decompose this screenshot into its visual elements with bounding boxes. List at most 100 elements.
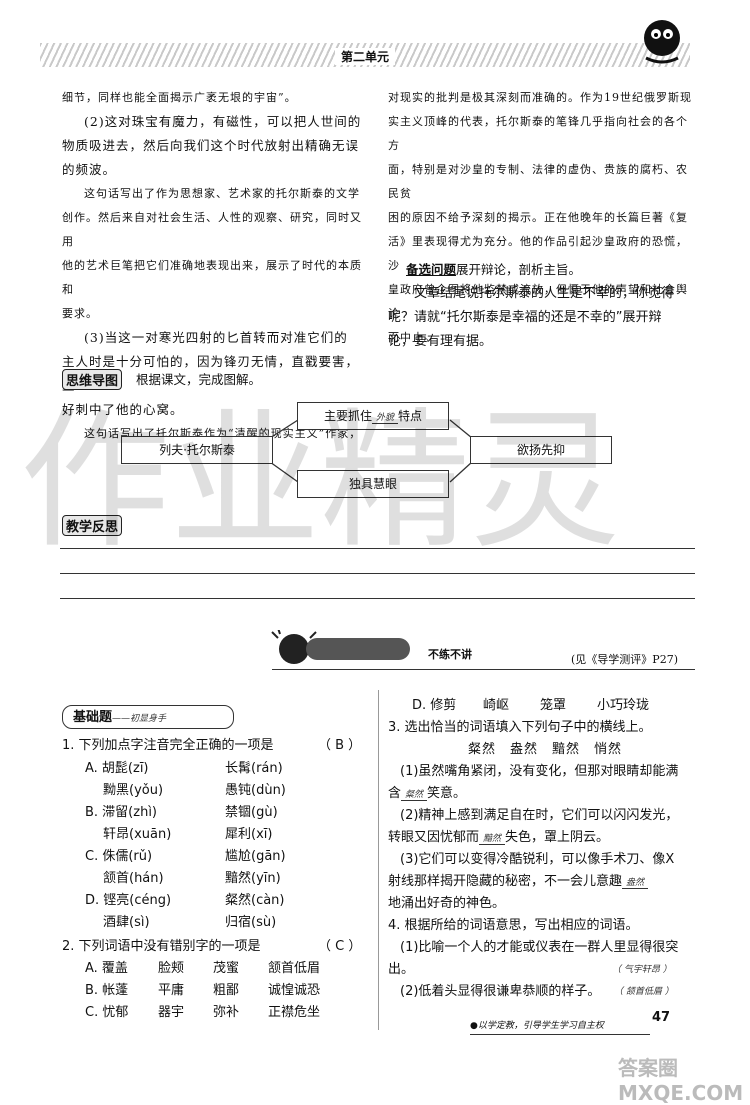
left-p2c: 的频波。 (62, 162, 117, 177)
mindmap-top-answer: 外貌 (371, 413, 398, 424)
q2-A-3: 茂蜜 (213, 961, 240, 976)
q2-B-1: B. 帐蓬 (85, 983, 129, 998)
left-p3c: 好刺中了他的心窝。 (62, 402, 184, 417)
q3-s1b-post: 笑意。 (427, 786, 467, 801)
mindmap-instruction: 根据课文，完成图解。 (136, 372, 262, 387)
q1-D3: 酒肆(sì) (103, 915, 150, 930)
q2-C-4: 正襟危坐 (268, 1005, 321, 1020)
left-column: 细节，同样也能全面揭示广袤无垠的宇宙”。 (2)这对珠宝有魔力，有磁性，可以把人… (62, 86, 362, 446)
q2-C-3: 弥补 (213, 1005, 240, 1020)
backup-body: 文章结尾说托尔斯泰的人生是不幸的，你觉得 呢？请就“托尔斯泰是幸福的还是不幸的”… (388, 282, 696, 354)
q3-s2b-answer: 黯然 (479, 834, 506, 845)
q3-words: 粲然 盎然 黯然 悄然 (468, 742, 623, 757)
q3-s2b-post: 失色，罩上阴云。 (505, 830, 610, 845)
q3-s2a: (2)精神上感到满足自在时，它们可以闪闪发光， (400, 808, 679, 823)
q3-stem: 3. 选出恰当的词语填入下列句子中的横线上。 (388, 720, 652, 735)
q2-stem: 2. 下列词语中没有错别字的一项是 (62, 939, 261, 954)
q2-A-1: A. 覆盖 (85, 961, 128, 976)
right-column: 对现实的批判是极其深刻而准确的。作为19世纪俄罗斯现 实主义顶峰的代表，托尔斯泰… (388, 86, 693, 350)
mindmap-right-node: 欲扬先抑 (470, 436, 612, 464)
right-r3: 面，特别是对沙皇的专制、法律的虚伪、贵族的腐朽、农民贫 (388, 163, 688, 200)
q3-s1b-pre: 含 (388, 786, 402, 801)
q4-s1b: 出。 (388, 962, 415, 977)
reflect-line-3 (60, 598, 695, 599)
unit-title: 第二单元 (335, 48, 396, 65)
q2-answer: （ C ） (318, 939, 362, 954)
q4-s2-answer: （ 颔首低眉 ） (614, 987, 674, 997)
q3-s1b-answer: 粲然 (401, 790, 428, 801)
q2-A-2: 脸颊 (158, 961, 185, 976)
basic-sub: ——初显身手 (112, 714, 167, 724)
q2-D-3: 笼罩 (540, 698, 567, 713)
q1-C2: 尴尬(gān) (225, 849, 286, 864)
q4-s1-answer: （ 气宇轩昂 ） (612, 965, 672, 975)
q1-A2: 长髯(rán) (225, 761, 283, 776)
q4-stem: 4. 根据所给的词语意思，写出相应的词语。 (388, 918, 639, 933)
mascot-icon (638, 14, 686, 66)
basic-title-box: 基础题——初显身手 (62, 705, 234, 729)
right-r6: 皇政府曾企图将他监禁或流放，但慑于他的声望和社会舆论 (388, 283, 688, 320)
backup-b3: 论，要有理有据。 (388, 334, 493, 349)
q1-stem: 1. 下列加点字注音完全正确的一项是 (62, 738, 274, 753)
q1-D1: D. 铿亮(céng) (85, 893, 172, 908)
footer-slogan: ●以学定教，引导学生学习自主权 (470, 1021, 604, 1031)
q2-A-4: 颔首低眉 (268, 961, 321, 976)
mindmap-top-suffix: 特点 (398, 409, 423, 423)
q3-s3b-pre: 射线那样揭开隐藏的秘密，不一会儿意趣 (388, 874, 623, 889)
q3-s1b: 含粲然笑意。 (388, 782, 466, 801)
reflect-line-2 (60, 573, 695, 574)
mindmap-tag: 思维导图 (62, 369, 123, 390)
watermark: 作业精灵 (20, 395, 621, 569)
backup-question: 备选问题展开辩论，剖析主旨。 (406, 258, 696, 282)
mindmap-bottom-node: 独具慧眼 (297, 470, 449, 498)
q3-s3b: 射线那样揭开隐藏的秘密，不一会儿意趣盎然 (388, 870, 649, 889)
q1-B4: 犀利(xī) (225, 827, 273, 842)
q1-D2: 粲然(càn) (225, 893, 285, 908)
q2-D-1: D. 修剪 (412, 698, 457, 713)
q1-A3: 黝黑(yǒu) (103, 783, 164, 798)
banner-rule (272, 669, 695, 670)
q1-answer: （ B ） (318, 738, 362, 753)
q2-D-2: 崎岖 (483, 698, 510, 713)
backup-tag: 备选问题 (406, 262, 457, 277)
mindmap-top-node: 主要抓住外貌特点 (297, 402, 449, 430)
q2-C-1: C. 忧郁 (85, 1005, 129, 1020)
right-r4: 困的原因不给予深刻的揭示。正在他晚年的长篇巨著《复 (388, 211, 688, 224)
left-c1b: 创作。然后来自对社会生活、人性的观察、研究，同时又用 (62, 211, 362, 248)
right-r1: 对现实的批判是极其深刻而准确的。作为19世纪俄罗斯现 (388, 91, 692, 104)
q3-s1a: (1)虽然嘴角紧闭，没有变化，但那对眼睛却能满 (400, 764, 679, 779)
footer-rule (470, 1034, 650, 1035)
q1-A4: 愚钝(dùn) (225, 783, 286, 798)
q1-C3: 颔首(hán) (103, 871, 164, 886)
backup-b1: 文章结尾说托尔斯泰的人生是不幸的，你觉得 (414, 286, 675, 301)
reflect-line-1 (60, 548, 695, 549)
right-r5: 活》里表现得尤为充分。他的作品引起沙皇政府的恐慌，沙 (388, 235, 688, 272)
q3-s2b-pre: 转眼又因忧郁而 (388, 830, 480, 845)
q2-B-2: 平庸 (158, 983, 185, 998)
backup-text: 展开辩论，剖析主旨。 (456, 262, 582, 277)
left-p1: 细节，同样也能全面揭示广袤无垠的宇宙”。 (62, 91, 297, 104)
left-c1c: 他的艺术巨笔把它们准确地表现出来，展示了时代的本质和 (62, 259, 362, 296)
q1-C1: C. 侏儒(rǔ) (85, 849, 153, 864)
reflect-tag: 教学反思 (62, 515, 123, 536)
q1-C4: 黯然(yīn) (225, 871, 281, 886)
q2-D-4: 小巧玲珑 (597, 698, 650, 713)
mindmap-top-prefix: 主要抓住 (323, 409, 372, 423)
left-c1a: 这句话写出了作为思想家、艺术家的托尔斯泰的文学 (84, 187, 360, 200)
q1-B2: 禁锢(gù) (225, 805, 278, 820)
site-watermark: 答案圈 MXQE.COM (618, 1056, 744, 1105)
q4-s2: (2)低着头显得很谦卑恭顺的样子。 (400, 984, 601, 999)
practice-banner-icon (270, 627, 420, 668)
basic-title: 基础题 (73, 710, 113, 725)
left-c1d: 要求。 (62, 307, 98, 320)
q1-B3: 轩昂(xuān) (103, 827, 172, 842)
mindmap-connectors (269, 419, 473, 483)
right-r2: 实主义顶峰的代表，托尔斯泰的笔锋几乎指向社会的各个方 (388, 115, 688, 152)
practice-reference: (见《导学测评》P27) (571, 653, 678, 666)
backup-b2: 呢？请就“托尔斯泰是幸福的还是不幸的”展开辩 (388, 310, 662, 325)
left-p3a: (3)当这一对寒光四射的匕首转而对准它们的 (84, 330, 348, 345)
practice-slogan: 不练不讲 (428, 648, 472, 661)
q3-s3b-answer: 盎然 (622, 878, 649, 889)
q2-B-4: 诚惶诚恐 (268, 983, 321, 998)
column-divider (378, 690, 379, 1030)
